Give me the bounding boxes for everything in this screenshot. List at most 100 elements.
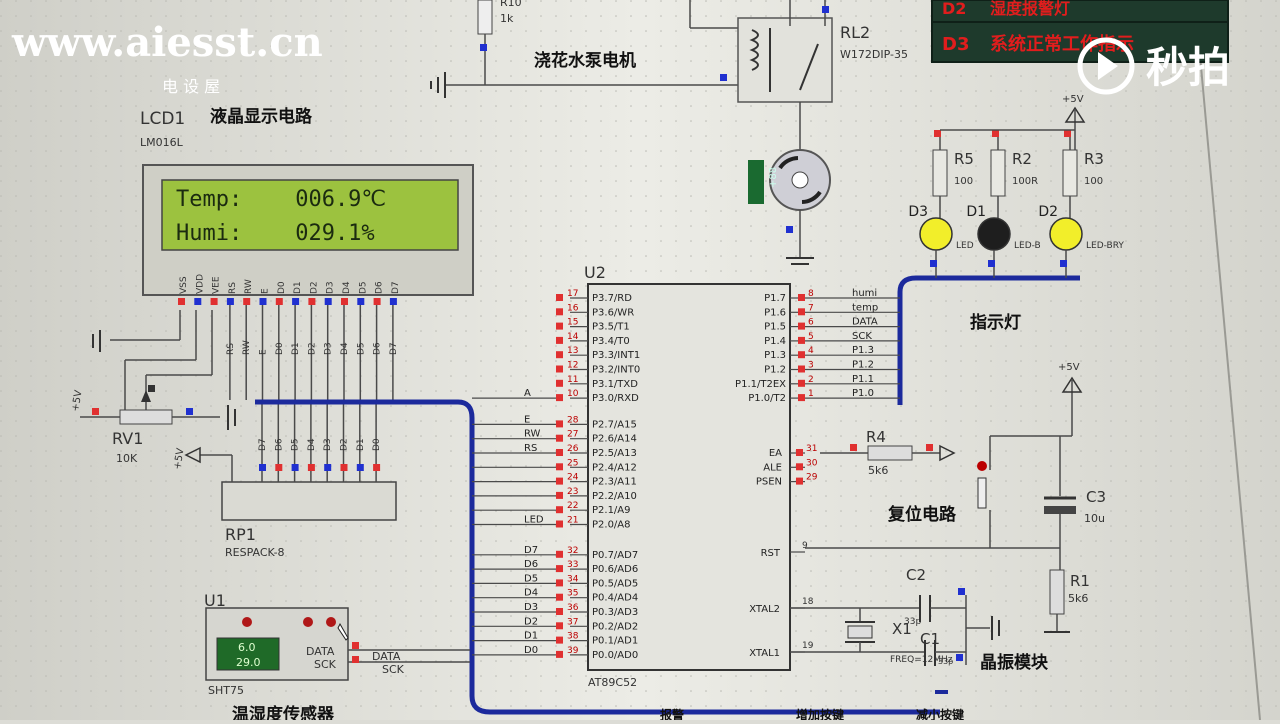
- u1-sck-pin: SCK: [314, 658, 337, 671]
- led-pin-marker: [1064, 130, 1071, 137]
- potentiometer-rv1: +5V RV1 10K: [70, 310, 236, 465]
- x1-freq: FREQ=12MHz: [890, 655, 953, 665]
- r4-ref: R4: [866, 428, 886, 446]
- lcd-pin-marker: [308, 298, 316, 305]
- u2-net-label: RS: [524, 443, 537, 454]
- status-d3-text: 系统正常工作指示: [990, 33, 1134, 55]
- u2-pin-name: P3.6/WR: [592, 307, 634, 318]
- u2-net-label: D5: [524, 573, 538, 584]
- u1-readout-2: 29.0: [236, 656, 261, 669]
- u2-pin-marker: [798, 294, 805, 301]
- reset-supply: +5V: [1058, 362, 1080, 373]
- data-bus: [255, 399, 940, 715]
- rp1-pin-marker: [259, 464, 266, 471]
- lcd-pin-marker: [357, 298, 365, 305]
- rv1-ref: RV1: [112, 429, 143, 448]
- u2-net-label: SCK: [852, 331, 872, 342]
- lcd-pin-net: D4: [340, 342, 350, 355]
- lcd-pin-label: VSS: [179, 276, 189, 294]
- lcd-pin-net: D1: [291, 342, 301, 355]
- rp1-ref: RP1: [225, 525, 256, 544]
- watermark-sub: 电 设 屋: [162, 77, 220, 96]
- reset-circuit: +5V C3 10u R1 5k6 复位电路: [805, 362, 1106, 633]
- u2-pin-name: P1.3: [764, 350, 786, 361]
- led-pin-marker: [930, 260, 937, 267]
- u2-pin-marker: [556, 550, 563, 558]
- rp1-pin-label: D1: [356, 438, 366, 451]
- u2-pin-number: 34: [567, 574, 579, 584]
- rp1-supply: +5V: [172, 447, 187, 470]
- u2-pin-number: 5: [808, 332, 814, 342]
- u2-pin-name: P0.3/AD3: [592, 607, 638, 618]
- u2-pin-name: P3.7/RD: [592, 293, 632, 304]
- lcd-pin-marker: [210, 298, 218, 305]
- c1-ref: C1: [920, 630, 940, 648]
- u2-pin-marker: [556, 322, 563, 330]
- u2-pin-marker: [556, 394, 563, 402]
- u2-net-label: D7: [524, 545, 538, 556]
- u2-pin-marker: [556, 420, 563, 428]
- led-type: LED-BRY: [1086, 241, 1124, 251]
- u2-pin-name: P2.3/A11: [592, 477, 637, 488]
- u2-pin-marker: [556, 434, 563, 442]
- lcd-pin-label: D2: [309, 281, 319, 294]
- led-resistor-ref: R3: [1084, 150, 1104, 168]
- led-ref: D3: [908, 204, 928, 220]
- bottom-label: 报警: [660, 707, 684, 720]
- u2-pin-number: 2: [808, 375, 814, 385]
- rp1-pin-marker: [356, 464, 364, 471]
- u2-pin-number: 19: [802, 641, 814, 651]
- u2-pin-marker: [556, 336, 563, 344]
- lcd-pin-marker: [178, 298, 185, 305]
- c2-value: 33p: [904, 617, 921, 627]
- u2-pin-name: P2.2/A10: [592, 491, 637, 502]
- c3-value: 10u: [1084, 512, 1105, 525]
- u1-model: SHT75: [208, 684, 244, 697]
- u2-pin-marker: [556, 463, 563, 471]
- lcd-pin-net: E: [259, 349, 269, 355]
- lcd-pin-label: E: [261, 288, 271, 294]
- led-ref: D1: [966, 204, 986, 220]
- rv1-value: 10K: [116, 452, 138, 465]
- rp1-pin-marker: [307, 464, 315, 471]
- rp1-pin-label: D7: [258, 438, 268, 451]
- lcd-pin-label: VDD: [195, 274, 205, 294]
- u2-pin-name: ALE: [763, 462, 782, 473]
- motor-tag: +88: [768, 167, 779, 188]
- u2-pin-marker: [796, 463, 803, 471]
- led-indicator: [977, 217, 1011, 251]
- r10-ref: R10: [500, 0, 522, 9]
- u2-pin-name: P2.4/A12: [592, 462, 637, 473]
- rv1-supply: +5V: [70, 389, 85, 412]
- u2-pin-name: P3.4/T0: [592, 336, 630, 347]
- u2-pin-number: 38: [567, 632, 579, 642]
- u2-pin-number: 1: [808, 389, 814, 399]
- u2-pin-marker: [556, 308, 563, 316]
- status-panel: D2 湿度报警灯 D3 系统正常工作指示: [931, 0, 1229, 63]
- led-type: LED: [956, 241, 974, 251]
- lcd-pin-label: RS: [228, 282, 238, 294]
- lcd-module: LCD1 液晶显示电路 LM016L Temp: 006.9℃ Humi: 02…: [140, 106, 474, 400]
- lcd-pin-marker: [194, 298, 202, 305]
- u2-pin-number: 15: [567, 318, 578, 328]
- u2-pin-number: 7: [808, 303, 814, 313]
- u2-pin-number: 24: [567, 473, 579, 483]
- u2-pin-number: 39: [567, 646, 579, 656]
- u2-pin-name: P0.0/AD0: [592, 650, 638, 661]
- u2-net-label: LED: [524, 515, 544, 526]
- lcd-pin-marker: [259, 298, 267, 305]
- led-resistor-ref: R2: [1012, 150, 1032, 168]
- lcd-screen: [161, 179, 459, 251]
- u2-pin-name: XTAL2: [749, 604, 780, 615]
- lcd-pin-marker: [324, 298, 332, 305]
- rp1-pin-marker: [275, 464, 283, 471]
- led-resistor-value: 100: [954, 176, 973, 187]
- u2-pin-name: XTAL1: [749, 648, 780, 659]
- u1-net-sck: SCK: [382, 663, 405, 676]
- u2-pin-name: P1.7: [764, 293, 786, 304]
- u2-pin-name: P3.0/RXD: [592, 393, 639, 404]
- lcd-pin-label: RW: [244, 279, 254, 294]
